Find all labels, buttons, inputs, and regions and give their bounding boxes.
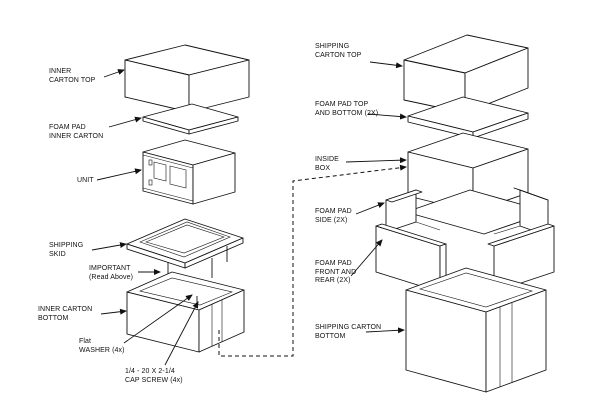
inside-box-shape <box>407 132 529 213</box>
shipping-carton-bottom-shape <box>405 267 547 393</box>
label-flat-washer: Flat WASHER (4x) <box>79 338 125 354</box>
label-shipping-skid: SHIPPING SKID <box>49 242 84 258</box>
label-cap-screw: 1/4 - 20 X 2-1/4 CAP SCREW (4x) <box>125 368 183 384</box>
foam-pad-top-bottom-shape <box>407 96 529 139</box>
shipping-carton-top-shape <box>403 34 529 114</box>
label-inner-carton-top: INNER CARTON TOP <box>49 68 96 84</box>
label-inner-carton-bottom: INNER CARTON BOTTOM <box>38 306 93 322</box>
label-unit: UNIT <box>77 177 94 184</box>
inner-carton-top-shape <box>124 44 250 113</box>
label-foam-pad-top-bottom: FOAM PAD TOP AND BOTTOM (2X) <box>315 101 379 117</box>
foam-pad-assembly-shape <box>375 187 555 293</box>
label-foam-pad-side: FOAM PAD SIDE (2X) <box>315 208 352 224</box>
label-shipping-carton-top: SHIPPING CARTON TOP <box>315 43 362 59</box>
label-inside-box: INSIDE BOX <box>315 156 339 172</box>
shipping-skid-shape <box>126 218 244 282</box>
label-foam-pad-inner-carton: FOAM PAD INNER CARTON <box>49 124 104 140</box>
foam-pad-inner-carton-shape <box>142 103 239 135</box>
unit-shape <box>142 139 236 205</box>
label-foam-pad-front-rear: FOAM PAD FRONT AND REAR (2X) <box>315 260 357 284</box>
label-important: IMPORTANT (Read Above) <box>89 265 134 281</box>
label-shipping-carton-bottom: SHIPPING CARTON BOTTOM <box>315 324 382 340</box>
inner-carton-bottom-shape <box>126 271 245 353</box>
